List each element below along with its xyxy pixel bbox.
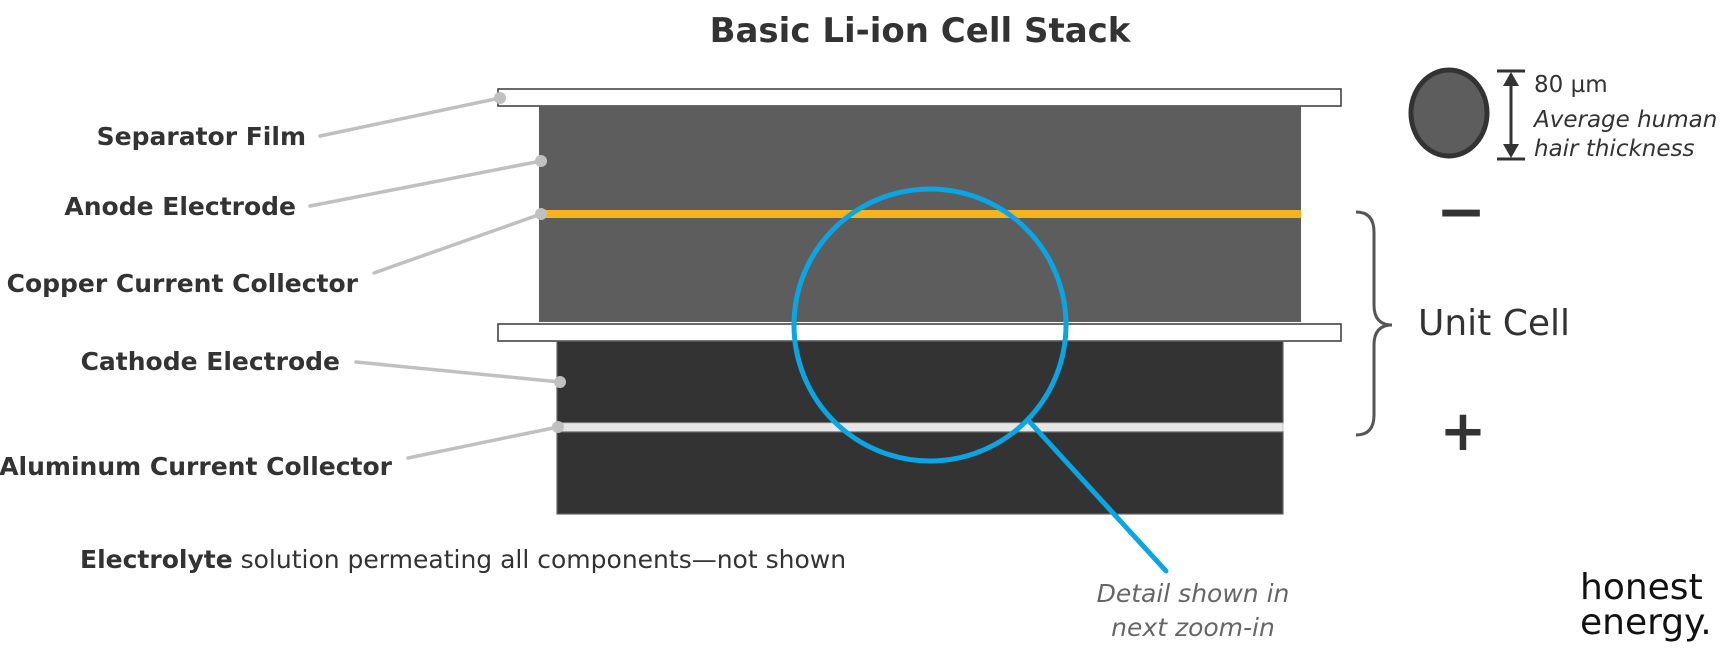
leader-aluminum bbox=[406, 425, 560, 460]
dot-cathode bbox=[554, 376, 566, 388]
detail-line-2: next zoom-in bbox=[1111, 613, 1275, 642]
electrolyte-note: Electrolyte solution permeating all comp… bbox=[80, 545, 846, 574]
label-anode-electrode: Anode Electrode bbox=[64, 192, 296, 221]
separator-film-middle bbox=[497, 323, 1342, 342]
label-separator-film: Separator Film bbox=[97, 122, 306, 151]
cathode-electrode-upper bbox=[556, 340, 1284, 424]
leader-dots bbox=[494, 92, 566, 433]
detail-line-1: Detail shown in bbox=[1097, 579, 1290, 608]
dot-separator bbox=[494, 92, 506, 104]
unit-cell-label: Unit Cell bbox=[1418, 303, 1570, 344]
magnifier-handle bbox=[1025, 417, 1169, 574]
magnifier-icon bbox=[791, 186, 1169, 574]
leader-cathode bbox=[354, 360, 562, 384]
diagram-title: Basic Li-ion Cell Stack bbox=[710, 11, 1132, 51]
dot-anode bbox=[535, 155, 547, 167]
leader-anode bbox=[308, 159, 543, 208]
plus-terminal-icon: + bbox=[1440, 399, 1487, 464]
aluminum-current-collector bbox=[556, 422, 1284, 433]
brand-logo: honest energy. bbox=[1580, 567, 1712, 643]
cathode-electrode-lower bbox=[556, 431, 1284, 515]
anode-electrode-upper bbox=[539, 106, 1301, 212]
brand-line-1: honest bbox=[1580, 567, 1703, 608]
dot-aluminum bbox=[552, 421, 564, 433]
leader-separator bbox=[318, 96, 502, 138]
unit-cell-brace-icon bbox=[1355, 210, 1393, 437]
label-copper-collector: Copper Current Collector bbox=[7, 269, 359, 298]
layer-stack bbox=[497, 88, 1342, 515]
hair-size-label: 80 µm bbox=[1534, 72, 1608, 98]
layer-labels: Separator Film Anode Electrode Copper Cu… bbox=[0, 122, 393, 481]
leader-copper bbox=[372, 212, 543, 275]
magnifier-lens bbox=[791, 186, 1069, 464]
hair-reference: 80 µm Average human hair thickness bbox=[1408, 67, 1717, 162]
hair-desc-line-1: Average human bbox=[1532, 107, 1717, 133]
label-cathode-electrode: Cathode Electrode bbox=[81, 347, 340, 376]
hair-desc-line-2: hair thickness bbox=[1534, 136, 1694, 162]
anode-electrode-lower bbox=[539, 218, 1301, 322]
dot-copper bbox=[535, 208, 547, 220]
label-aluminum-collector: Aluminum Current Collector bbox=[0, 452, 393, 481]
electrolyte-rest: solution permeating all components—not s… bbox=[233, 545, 846, 574]
hair-cross-section-icon bbox=[1408, 67, 1490, 159]
brand-line-2: energy. bbox=[1580, 602, 1712, 643]
separator-film-top bbox=[497, 88, 1342, 107]
leader-lines bbox=[308, 96, 562, 460]
minus-terminal-icon: − bbox=[1436, 177, 1486, 247]
dimension-arrow-icon bbox=[1497, 69, 1525, 161]
detail-caption: Detail shown in next zoom-in bbox=[1097, 579, 1290, 642]
copper-current-collector bbox=[539, 210, 1301, 218]
electrolyte-bold: Electrolyte bbox=[80, 545, 233, 574]
